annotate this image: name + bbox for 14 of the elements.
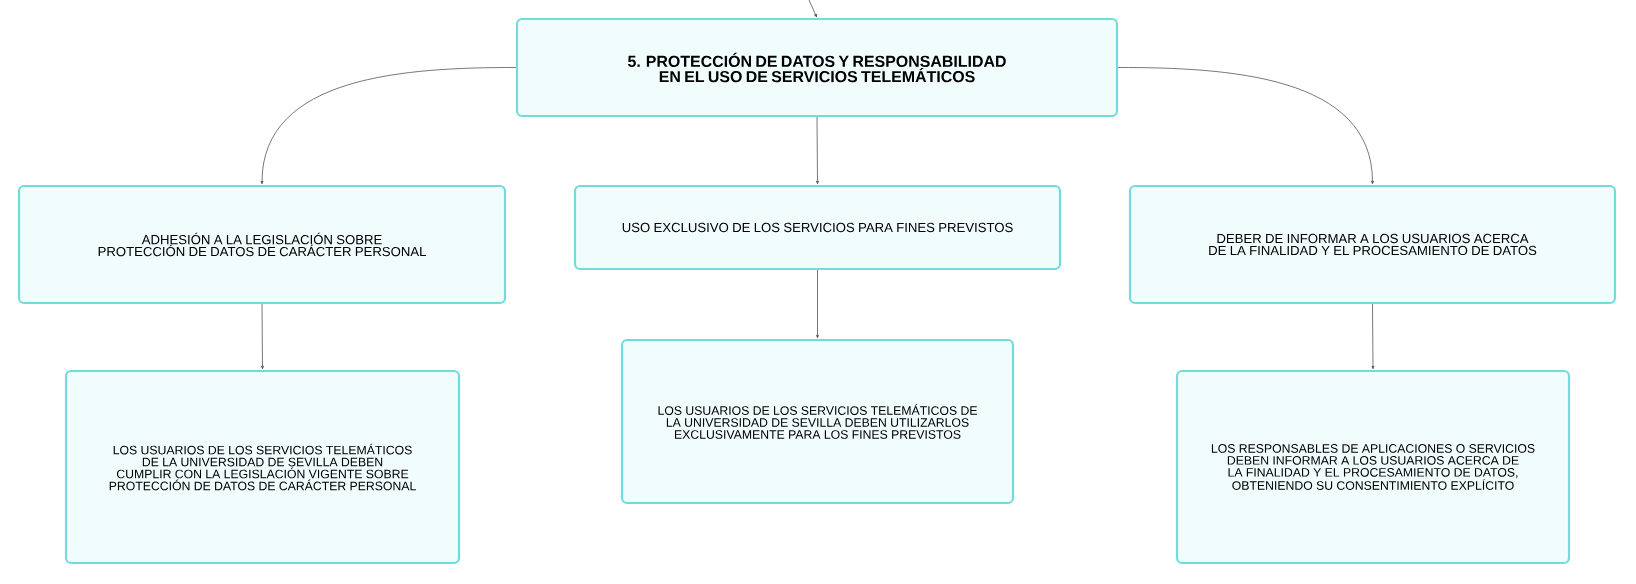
arrow — [1117, 67, 1374, 185]
concept-box: LOS USUARIOS DE LOS SERVICIOS TELEMÁTICOS DE LA UNIVERSIDAD DE SEVILLA DEBEN CUMPLIR CON LA LEGISLACIÓN VIGENTE SOBRE PROTECCIÓN DE DATOS DE CARÁCTER PERSONAL — [64, 369, 461, 565]
concept-box: USO EXCLUSIVO DE LOS SERVICIOS PARA FINES PREVISTOS — [573, 184, 1062, 271]
concept-box: LOS USUARIOS DE LOS SERVICIOS TELEMÁTICOS DE LA UNIVERSIDAD DE SEVILLA DEBEN UTILIZARLOS EXCLUSIVAMENTE PARA LOS FINES PREVISTOS — [620, 338, 1015, 505]
concept-box: ADHESIÓN A LA LEGISLACIÓN SOBRE PROTECCIÓN DE DATOS DE CARÁCTER PERSONAL — [17, 184, 507, 305]
arrow — [808, 0, 817, 18]
concept-box: DEBER DE INFORMAR A LOS USUARIOS ACERCA DE LA FINALIDAD Y EL PROCESAMIENTO DE DATOS — [1128, 184, 1617, 305]
arrow — [816, 116, 819, 185]
arrow — [261, 303, 264, 370]
arrow — [1371, 303, 1375, 370]
arrow — [816, 269, 819, 339]
title-box: 5. PROTECCIÓN DE DATOS Y RESPONSABILIDAD EN EL USO DE SERVICIOS TELEMÁTICOS — [515, 17, 1119, 118]
arrow — [260, 67, 517, 185]
concept-box: LOS RESPONSABLES DE APLICACIONES O SERVICIOS DEBEN INFORMAR A LOS USUARIOS ACERCA DE LA FINALIDAD Y EL PROCESAMIENTO DE DATOS, OBTENIENDO SU CONSENTIMIENTO EXPLÍCITO — [1175, 369, 1571, 565]
